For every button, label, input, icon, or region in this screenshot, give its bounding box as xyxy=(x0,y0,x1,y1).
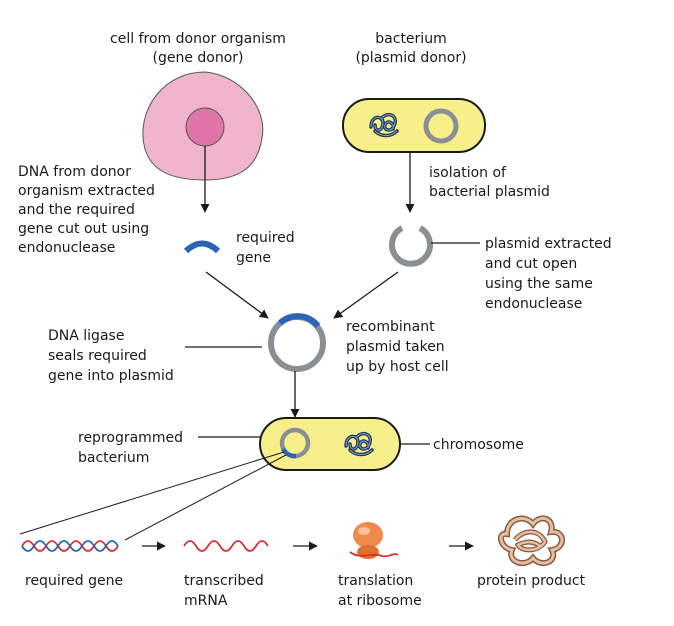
dna-extraction-label: gene cut out using xyxy=(18,221,149,237)
donor-cell-label: cell from donor organism xyxy=(110,31,286,47)
dna-ligase-label: DNA ligase xyxy=(48,328,124,344)
plasmid-cut-label: and cut open xyxy=(485,256,577,272)
zoom-line xyxy=(124,454,287,541)
step-gene-label: required gene xyxy=(25,573,123,589)
dna-helix-icon xyxy=(21,540,119,552)
recombinant-gene-segment xyxy=(277,313,321,329)
protein-product-icon xyxy=(498,515,565,567)
isolation-label: bacterial plasmid xyxy=(429,184,550,200)
recombinant-label: plasmid taken xyxy=(346,339,445,355)
dna-extraction-label: endonuclease xyxy=(18,240,115,256)
zoom-line xyxy=(19,451,285,535)
step-mrna-label: mRNA xyxy=(184,593,228,609)
required-gene-label: required xyxy=(236,230,295,246)
chromosome-icon xyxy=(369,112,399,138)
required-gene-label: gene xyxy=(236,250,271,266)
recombinant-label: up by host cell xyxy=(346,359,449,375)
step-protein-label: protein product xyxy=(477,573,586,589)
mrna-strand xyxy=(183,540,269,552)
dna-ligase-label: seals required xyxy=(48,348,147,364)
bacterium-label: (plasmid donor) xyxy=(355,50,466,66)
chromosome-icon xyxy=(344,431,374,457)
isolation-label: isolation of xyxy=(429,165,507,181)
dna-extraction-label: DNA from donor xyxy=(18,164,131,180)
cut-plasmid xyxy=(389,225,433,267)
arrow-gene-to-recombinant xyxy=(205,271,269,319)
plasmid-cut-label: using the same xyxy=(485,276,593,292)
required-gene-fragment xyxy=(183,240,221,254)
bacterium-label: bacterium xyxy=(375,31,446,47)
dna-ligase-label: gene into plasmid xyxy=(48,368,174,384)
step-translation-label: translation xyxy=(338,573,413,589)
arrow-plasmid-to-recombinant xyxy=(333,271,399,319)
bacterial-plasmid xyxy=(423,108,459,144)
step-translation-label: at ribosome xyxy=(338,593,422,609)
dna-extraction-label: organism extracted xyxy=(18,183,155,199)
reprogrammed-label: reprogrammed xyxy=(78,430,183,446)
ribosome-icon xyxy=(349,522,399,559)
donor-cell-label: (gene donor) xyxy=(152,50,243,66)
plasmid-donor-bacterium xyxy=(342,98,486,153)
reprogrammed-label: bacterium xyxy=(78,450,149,466)
dna-extraction-label: and the required xyxy=(18,202,135,218)
step-mrna-label: transcribed xyxy=(184,573,264,589)
plasmid-cut-label: plasmid extracted xyxy=(485,236,612,252)
plasmid-cut-label: endonuclease xyxy=(485,296,582,312)
recombinant-label: recombinant xyxy=(346,319,435,335)
host-plasmid-gene xyxy=(280,447,297,459)
chromosome-label: chromosome xyxy=(433,437,524,453)
donor-nucleus xyxy=(185,107,225,147)
